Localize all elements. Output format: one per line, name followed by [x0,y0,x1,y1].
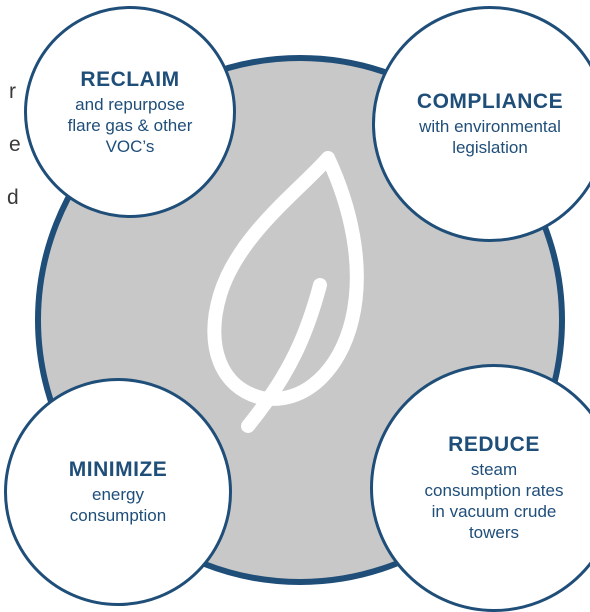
compliance-bubble: COMPLIANCE with environmental legislatio… [372,6,590,242]
reclaim-description: and repurpose flare gas & other VOC’s [67,94,193,156]
leaf-icon [207,151,364,433]
clipped-text-3: d [7,186,19,209]
diagram: r e d RECLAIM and repurpose flare gas & … [4,6,590,612]
reduce-description: steam consumption rates in vacuum crude … [424,460,564,542]
minimize-title: MINIMIZE [68,458,168,481]
compliance-description: with environmental legislation [419,117,561,157]
reclaim-title: RECLAIM [80,67,180,91]
compliance-title: COMPLIANCE [416,90,564,113]
reduce-bubble: REDUCE steam consumption rates in vacuum… [370,364,590,612]
clipped-text-2: e [9,133,21,156]
minimize-bubble: MINIMIZE energy consumption [4,378,232,606]
clipped-text-1: r [9,80,16,103]
reclaim-bubble: RECLAIM and repurpose flare gas & other … [24,6,236,218]
minimize-description: energy consumption [69,485,167,525]
reduce-title: REDUCE [448,433,540,456]
